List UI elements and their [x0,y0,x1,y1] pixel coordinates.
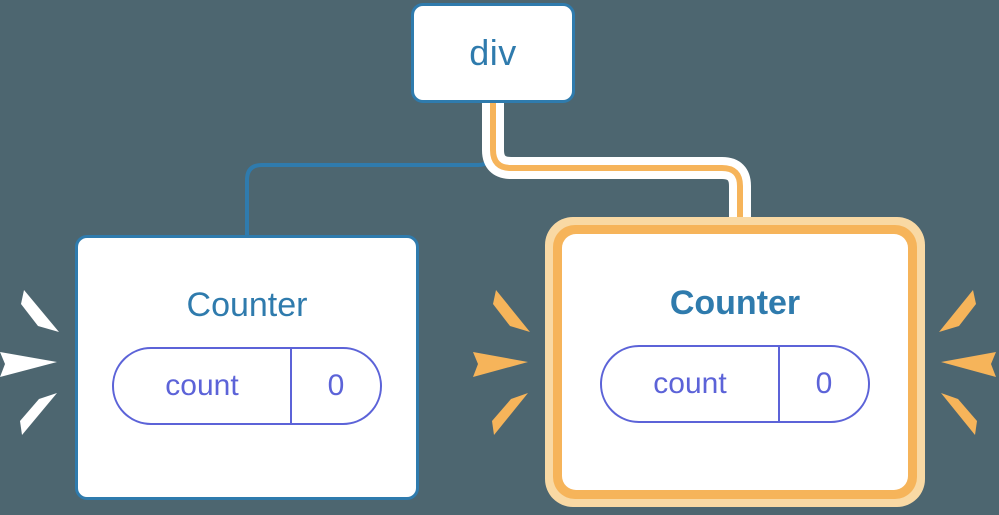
right-counter-sparkle-rays-left [473,290,530,435]
state-key: count [653,367,727,400]
sparkle-ray [939,290,976,332]
edge-div-to-counter-left [245,103,495,237]
state-pill-right: count 0 [600,345,870,423]
sparkle-ray [941,393,977,435]
state-pill-right-key-cell: count [602,347,778,421]
sparkle-ray [492,393,528,435]
node-counter-right-glow: Counter count 0 [545,217,925,507]
node-div[interactable]: div [411,3,575,103]
node-counter-right[interactable]: Counter count 0 [562,234,908,490]
state-key: count [165,369,239,402]
state-value: 0 [327,369,345,402]
state-pill-divider [290,349,292,423]
sparkle-ray [21,290,59,332]
state-pill-left: count 0 [112,347,382,425]
node-counter-left-label: Counter [186,286,308,324]
state-value: 0 [815,367,833,400]
sparkle-ray [473,352,528,377]
state-pill-left-value-cell: 0 [292,349,380,423]
state-pill-divider [778,347,780,421]
right-counter-sparkle-rays-right [939,290,996,435]
left-counter-sparkle-rays [0,290,59,435]
node-counter-right-ring: Counter count 0 [553,225,917,499]
node-div-label: div [469,32,517,73]
sparkle-ray [0,352,57,377]
state-pill-left-key-cell: count [114,349,290,423]
sparkle-ray [20,393,57,435]
node-counter-right-label: Counter [669,284,801,322]
sparkle-ray [493,290,530,332]
state-pill-right-value-cell: 0 [780,347,868,421]
node-counter-left[interactable]: Counter count 0 [75,235,419,500]
sparkle-ray [941,352,996,377]
